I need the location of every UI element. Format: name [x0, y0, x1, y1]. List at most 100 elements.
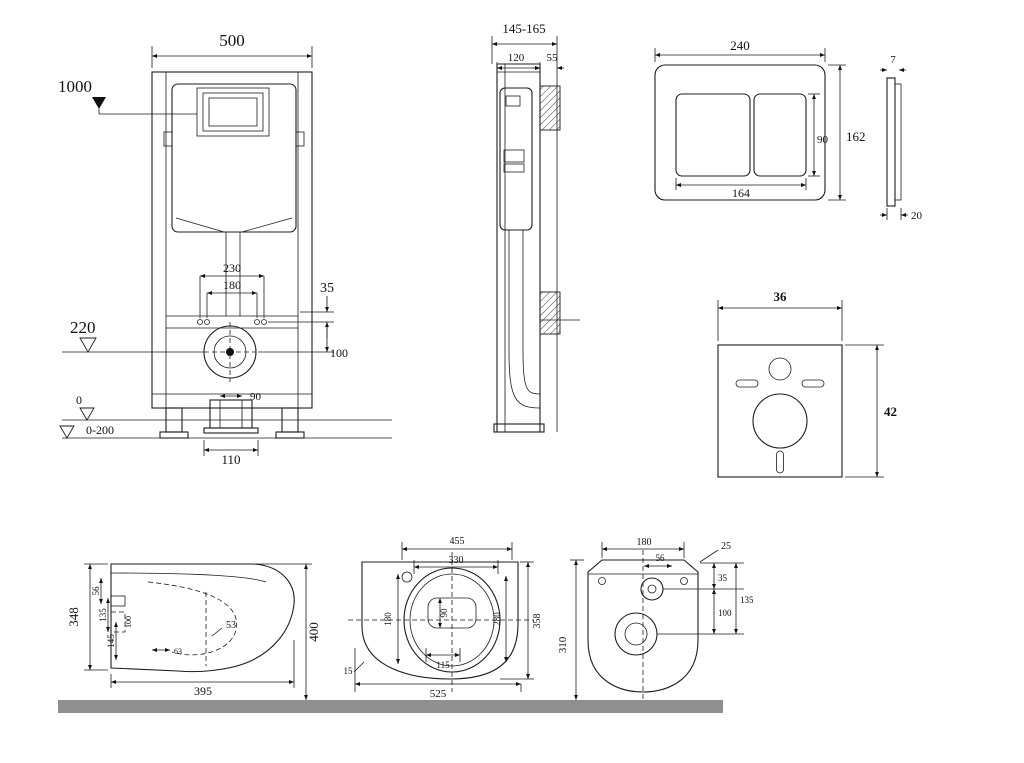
bowl-side-dims: 348 56 135 145 100 53 63 395 400	[66, 563, 321, 700]
bowl-d135-label: 135	[98, 608, 108, 622]
bowl-back-dims: 180 56 25 35 100 135 310	[557, 537, 754, 700]
drain-circle-inner	[213, 335, 247, 369]
bowl-back-outline	[587, 550, 744, 700]
flush-plate-side-view: 7 20	[880, 54, 923, 222]
top-d525-label: 525	[430, 688, 447, 700]
back-d35-label: 35	[718, 573, 728, 583]
top-d90-label: 90	[439, 608, 449, 618]
floor-range-label: 0-200	[86, 423, 114, 437]
drain-center-dot	[226, 348, 234, 356]
plate-depth-label: 20	[911, 210, 923, 222]
drain-hole	[614, 612, 658, 656]
sound-pad-view: 36 42	[717, 289, 897, 478]
back-d100-label: 100	[718, 608, 732, 618]
flush-plate-front-view: 240 162 90 164	[654, 38, 866, 201]
back-d25-label: 25	[721, 541, 731, 552]
dim-plate-width: 240	[654, 38, 826, 62]
plate-button-small	[753, 93, 807, 177]
plate-side-frame	[894, 83, 902, 201]
bowl-side-view: 348 56 135 145 100 53 63 395 400	[66, 563, 321, 700]
outlet-110-label: 110	[221, 452, 240, 467]
pad-body	[717, 344, 843, 478]
floor-bar	[58, 700, 723, 713]
plate-body	[654, 64, 826, 201]
top-d280-label: 280	[492, 612, 502, 626]
plate-thickness-label: 7	[890, 54, 896, 66]
frame-front-outline	[151, 71, 313, 409]
top-d115-label: 115	[436, 660, 450, 670]
plate-width-label: 240	[730, 38, 750, 53]
bowl-d145-label: 145	[106, 634, 116, 648]
bowl-d56-label: 56	[91, 586, 101, 596]
dim-plate-height: 162	[828, 64, 866, 201]
top-d358-label: 358	[532, 614, 543, 629]
bowl-back-view: 180 56 25 35 100 135 310	[557, 537, 754, 700]
depth-range-label: 145-165	[502, 21, 545, 36]
plate-side-body	[886, 77, 896, 207]
datum-triangle-open	[79, 337, 97, 353]
drain-100-label: 100	[330, 346, 348, 360]
dim-pad-width: 36	[717, 289, 843, 341]
inlet-220-label: 220	[70, 318, 96, 337]
frame-side-outline	[493, 63, 580, 433]
pad-height-label: 42	[884, 404, 897, 419]
outlet-90-label: 90	[250, 391, 262, 403]
pad-width-label: 36	[774, 289, 788, 304]
bowl-length-label: 395	[194, 684, 212, 698]
datum-arrow-filled	[92, 97, 106, 109]
inlet-hole	[640, 577, 664, 601]
dim-frame-width: 500	[151, 31, 313, 68]
wall-anchor-top	[539, 85, 561, 131]
offset-35-label: 35	[320, 281, 334, 296]
dim-plate-depth: 20	[880, 208, 923, 222]
depth-120-label: 120	[508, 52, 525, 64]
dim-bolt-spans: 230 180	[197, 261, 267, 325]
bowl-side-outline	[110, 563, 295, 673]
plate-button-large	[675, 93, 751, 177]
drain-circle-outer	[203, 325, 257, 379]
gap-55-label: 55	[547, 52, 559, 64]
floor-zero-triangle	[79, 407, 95, 421]
frame-side-view: 145-165 120 55	[491, 21, 580, 433]
bowl-top-dims: 455 330 180 90 280 358 115 15 525	[344, 536, 544, 700]
pad-hole-small	[768, 357, 792, 381]
bowl-height-label: 348	[66, 607, 81, 627]
floor-level-marks: 0 0-200	[59, 393, 392, 439]
frame-front-view: 500 1000	[58, 31, 392, 467]
dim-pad-height: 42	[845, 344, 897, 478]
frame-feet-and-outlet: 90 110	[159, 391, 305, 467]
dim-button-width: 164	[675, 178, 807, 200]
bowl-d53-label: 53	[226, 620, 236, 631]
height-mark-1000: 1000	[58, 77, 197, 115]
wall-bracket-mid	[539, 291, 561, 335]
top-d455-label: 455	[450, 536, 465, 547]
drain-outlet	[203, 325, 257, 379]
back-d135-label: 135	[740, 595, 754, 605]
pad-slot-left	[735, 379, 759, 388]
bowl-d63-label: 63	[174, 647, 182, 656]
dim-button-height: 90	[808, 93, 829, 177]
span-230-label: 230	[223, 261, 241, 275]
span-180-label: 180	[223, 278, 241, 292]
frame-width-label: 500	[219, 31, 245, 50]
back-width-label: 180	[637, 537, 652, 548]
cistern-front	[163, 83, 305, 316]
back-height-label: 310	[557, 636, 569, 653]
top-d330-label: 330	[449, 555, 464, 566]
floor-range-triangle	[59, 425, 75, 439]
back-d56-label: 56	[656, 553, 666, 563]
button-height-label: 90	[817, 134, 829, 146]
top-d180-label: 180	[383, 612, 393, 626]
dim-frame-depth: 145-165 120 55	[491, 21, 564, 84]
mount-height-label: 400	[306, 622, 321, 642]
pad-slot-bottom	[776, 450, 784, 474]
dim-offset-35-100: 35 100	[258, 281, 348, 360]
bowl-d100-label: 100	[124, 616, 133, 628]
pad-slot-right	[801, 379, 825, 388]
floor-zero-label: 0	[76, 393, 82, 407]
height-1000-label: 1000	[58, 77, 92, 96]
bowl-top-view: 455 330 180 90 280 358 115 15 525	[344, 536, 544, 700]
pad-hole-large	[752, 393, 808, 449]
